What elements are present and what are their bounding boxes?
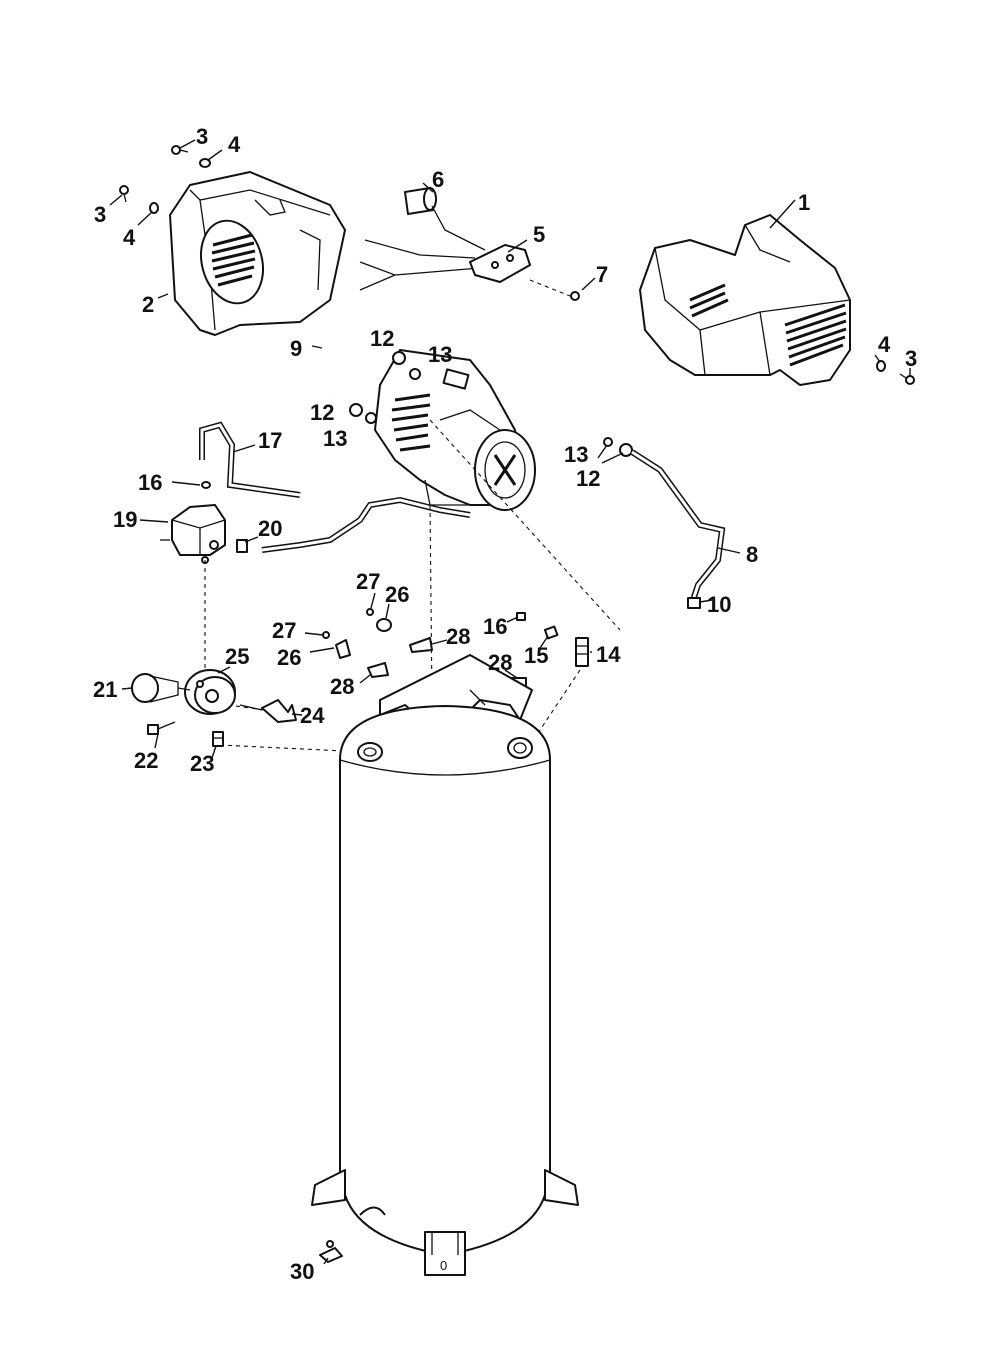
bolt-27b <box>322 631 330 639</box>
right-shroud-vents-top <box>689 283 729 318</box>
callout-14: 14 <box>596 642 621 667</box>
left-shroud-grill <box>211 233 256 287</box>
nut-12b <box>349 403 363 417</box>
callout-7: 7 <box>596 262 608 287</box>
callout-6: 6 <box>432 167 444 192</box>
cord-20 <box>236 496 471 553</box>
callout-20: 20 <box>258 516 282 541</box>
callout-4c: 4 <box>878 332 891 357</box>
callout-19: 19 <box>113 507 137 532</box>
ferrule-13c <box>603 437 613 447</box>
callout-13b: 13 <box>323 426 347 451</box>
pressure-switch <box>160 504 226 564</box>
callout-28c: 28 <box>488 650 512 675</box>
callout-21: 21 <box>93 677 117 702</box>
fitting-16a <box>201 481 211 489</box>
ferrule-13a <box>409 368 421 380</box>
callout-12a: 12 <box>370 326 394 351</box>
pad-28a <box>409 637 433 653</box>
pad-28b <box>367 662 389 678</box>
callout-13c: 13 <box>564 442 588 467</box>
callout-17: 17 <box>258 428 282 453</box>
drain-valve-30 <box>319 1240 343 1263</box>
callout-3c: 3 <box>905 346 917 371</box>
washer-4c <box>876 360 886 372</box>
bolt-27a <box>366 608 374 616</box>
mounting-plate <box>379 654 533 746</box>
callout-9: 9 <box>290 336 302 361</box>
tank-foot-mark: 0 <box>440 1258 447 1273</box>
callout-4a: 4 <box>228 132 241 157</box>
cylinder-fins <box>391 393 431 452</box>
hose-clip <box>404 187 486 251</box>
bracket <box>359 239 531 291</box>
washer-4a <box>199 158 211 168</box>
valve-24 <box>239 699 297 723</box>
callout-3b: 3 <box>94 202 106 227</box>
left-shroud <box>169 171 346 336</box>
callout-15: 15 <box>524 643 548 668</box>
callout-30: 30 <box>290 1259 314 1284</box>
callout-8: 8 <box>746 542 758 567</box>
pump-motor-assembly <box>374 349 536 511</box>
callout-25: 25 <box>225 644 249 669</box>
callout-10: 10 <box>707 592 731 617</box>
fitting-22 <box>147 721 176 735</box>
callout-13a: 13 <box>428 342 452 367</box>
callout-26b: 26 <box>277 645 301 670</box>
safety-valve-14 <box>575 637 589 667</box>
fitting-16b <box>516 612 526 621</box>
callout-12c: 12 <box>576 466 600 491</box>
grommet-26a <box>376 618 392 632</box>
leader-lines <box>109 139 911 1265</box>
callout-12b: 12 <box>310 400 334 425</box>
release-tube-17 <box>199 421 301 498</box>
callout-23: 23 <box>190 751 214 776</box>
ferrule-13b <box>365 412 377 424</box>
grommet-26b <box>335 639 351 659</box>
callout-1: 1 <box>798 190 810 215</box>
callout-28b: 28 <box>330 674 354 699</box>
callout-3a: 3 <box>196 124 208 149</box>
callout-27b: 27 <box>272 618 296 643</box>
callout-4b: 4 <box>123 225 136 250</box>
discharge-tube-8 <box>630 449 726 601</box>
assembly-line-pump <box>429 504 433 701</box>
right-shroud-vents-side <box>784 303 847 367</box>
callout-5: 5 <box>533 222 545 247</box>
fitting-15 <box>543 625 559 640</box>
right-shroud <box>639 214 851 386</box>
callout-16a: 16 <box>138 470 162 495</box>
tank-foot: 0 <box>424 1231 466 1276</box>
fitting-23 <box>212 731 224 747</box>
nut-12a <box>392 351 406 365</box>
screw-3b <box>119 185 129 203</box>
screw-3c <box>899 373 915 385</box>
callout-22: 22 <box>134 748 158 773</box>
pressure-gauge-21 <box>131 673 191 703</box>
callout-24: 24 <box>300 703 325 728</box>
air-tank: 0 <box>311 705 579 1276</box>
callout-2: 2 <box>142 292 154 317</box>
callout-26a: 26 <box>385 582 409 607</box>
tube-9 <box>320 338 384 396</box>
callout-28a: 28 <box>446 624 470 649</box>
assembly-line-16 <box>429 419 621 631</box>
callout-labels: 1 2 3 3 3 4 4 4 5 6 7 8 9 10 12 12 12 13… <box>93 124 917 1284</box>
washer-4b <box>149 202 159 214</box>
screw-3a <box>171 145 189 155</box>
callout-27a: 27 <box>356 569 380 594</box>
screw-7 <box>529 279 580 301</box>
assembly-line-24 <box>227 704 266 711</box>
callout-16b: 16 <box>483 614 507 639</box>
manifold-25 <box>184 669 236 715</box>
check-valve-10 <box>687 597 701 609</box>
